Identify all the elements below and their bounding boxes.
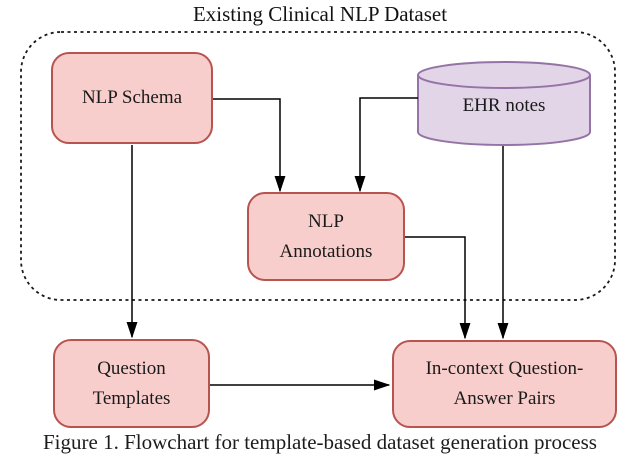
node-in-context-qa-pairs: In-context Question- Answer Pairs (392, 340, 617, 428)
dataset-boundary (20, 31, 616, 301)
edge-annotations-to-incontext (405, 236, 471, 340)
node-ehr-notes-label-wrap: EHR notes (418, 86, 590, 126)
diagram-title: Existing Clinical NLP Dataset (192, 2, 448, 26)
edge-schema-to-annotations (213, 98, 286, 193)
ehr-notes-cylinder-top (417, 61, 591, 89)
figure-caption: Figure 1. Flowchart for template-based d… (43, 430, 597, 454)
node-nlp-annotations: NLP Annotations (247, 192, 405, 281)
node-question-templates: Question Templates (53, 339, 210, 428)
node-nlp-schema-label: NLP Schema (81, 87, 183, 108)
edge-ehr-to-annotations (354, 97, 418, 193)
node-in-context-qa-pairs-label: In-context Question- Answer Pairs (425, 358, 584, 409)
node-nlp-annotations-label: NLP Annotations (279, 210, 373, 262)
node-nlp-schema: NLP Schema (51, 52, 213, 144)
node-ehr-notes-label: EHR notes (462, 95, 546, 116)
ehr-notes-cylinder (417, 75, 591, 146)
node-question-templates-label: Question Templates (92, 357, 171, 409)
